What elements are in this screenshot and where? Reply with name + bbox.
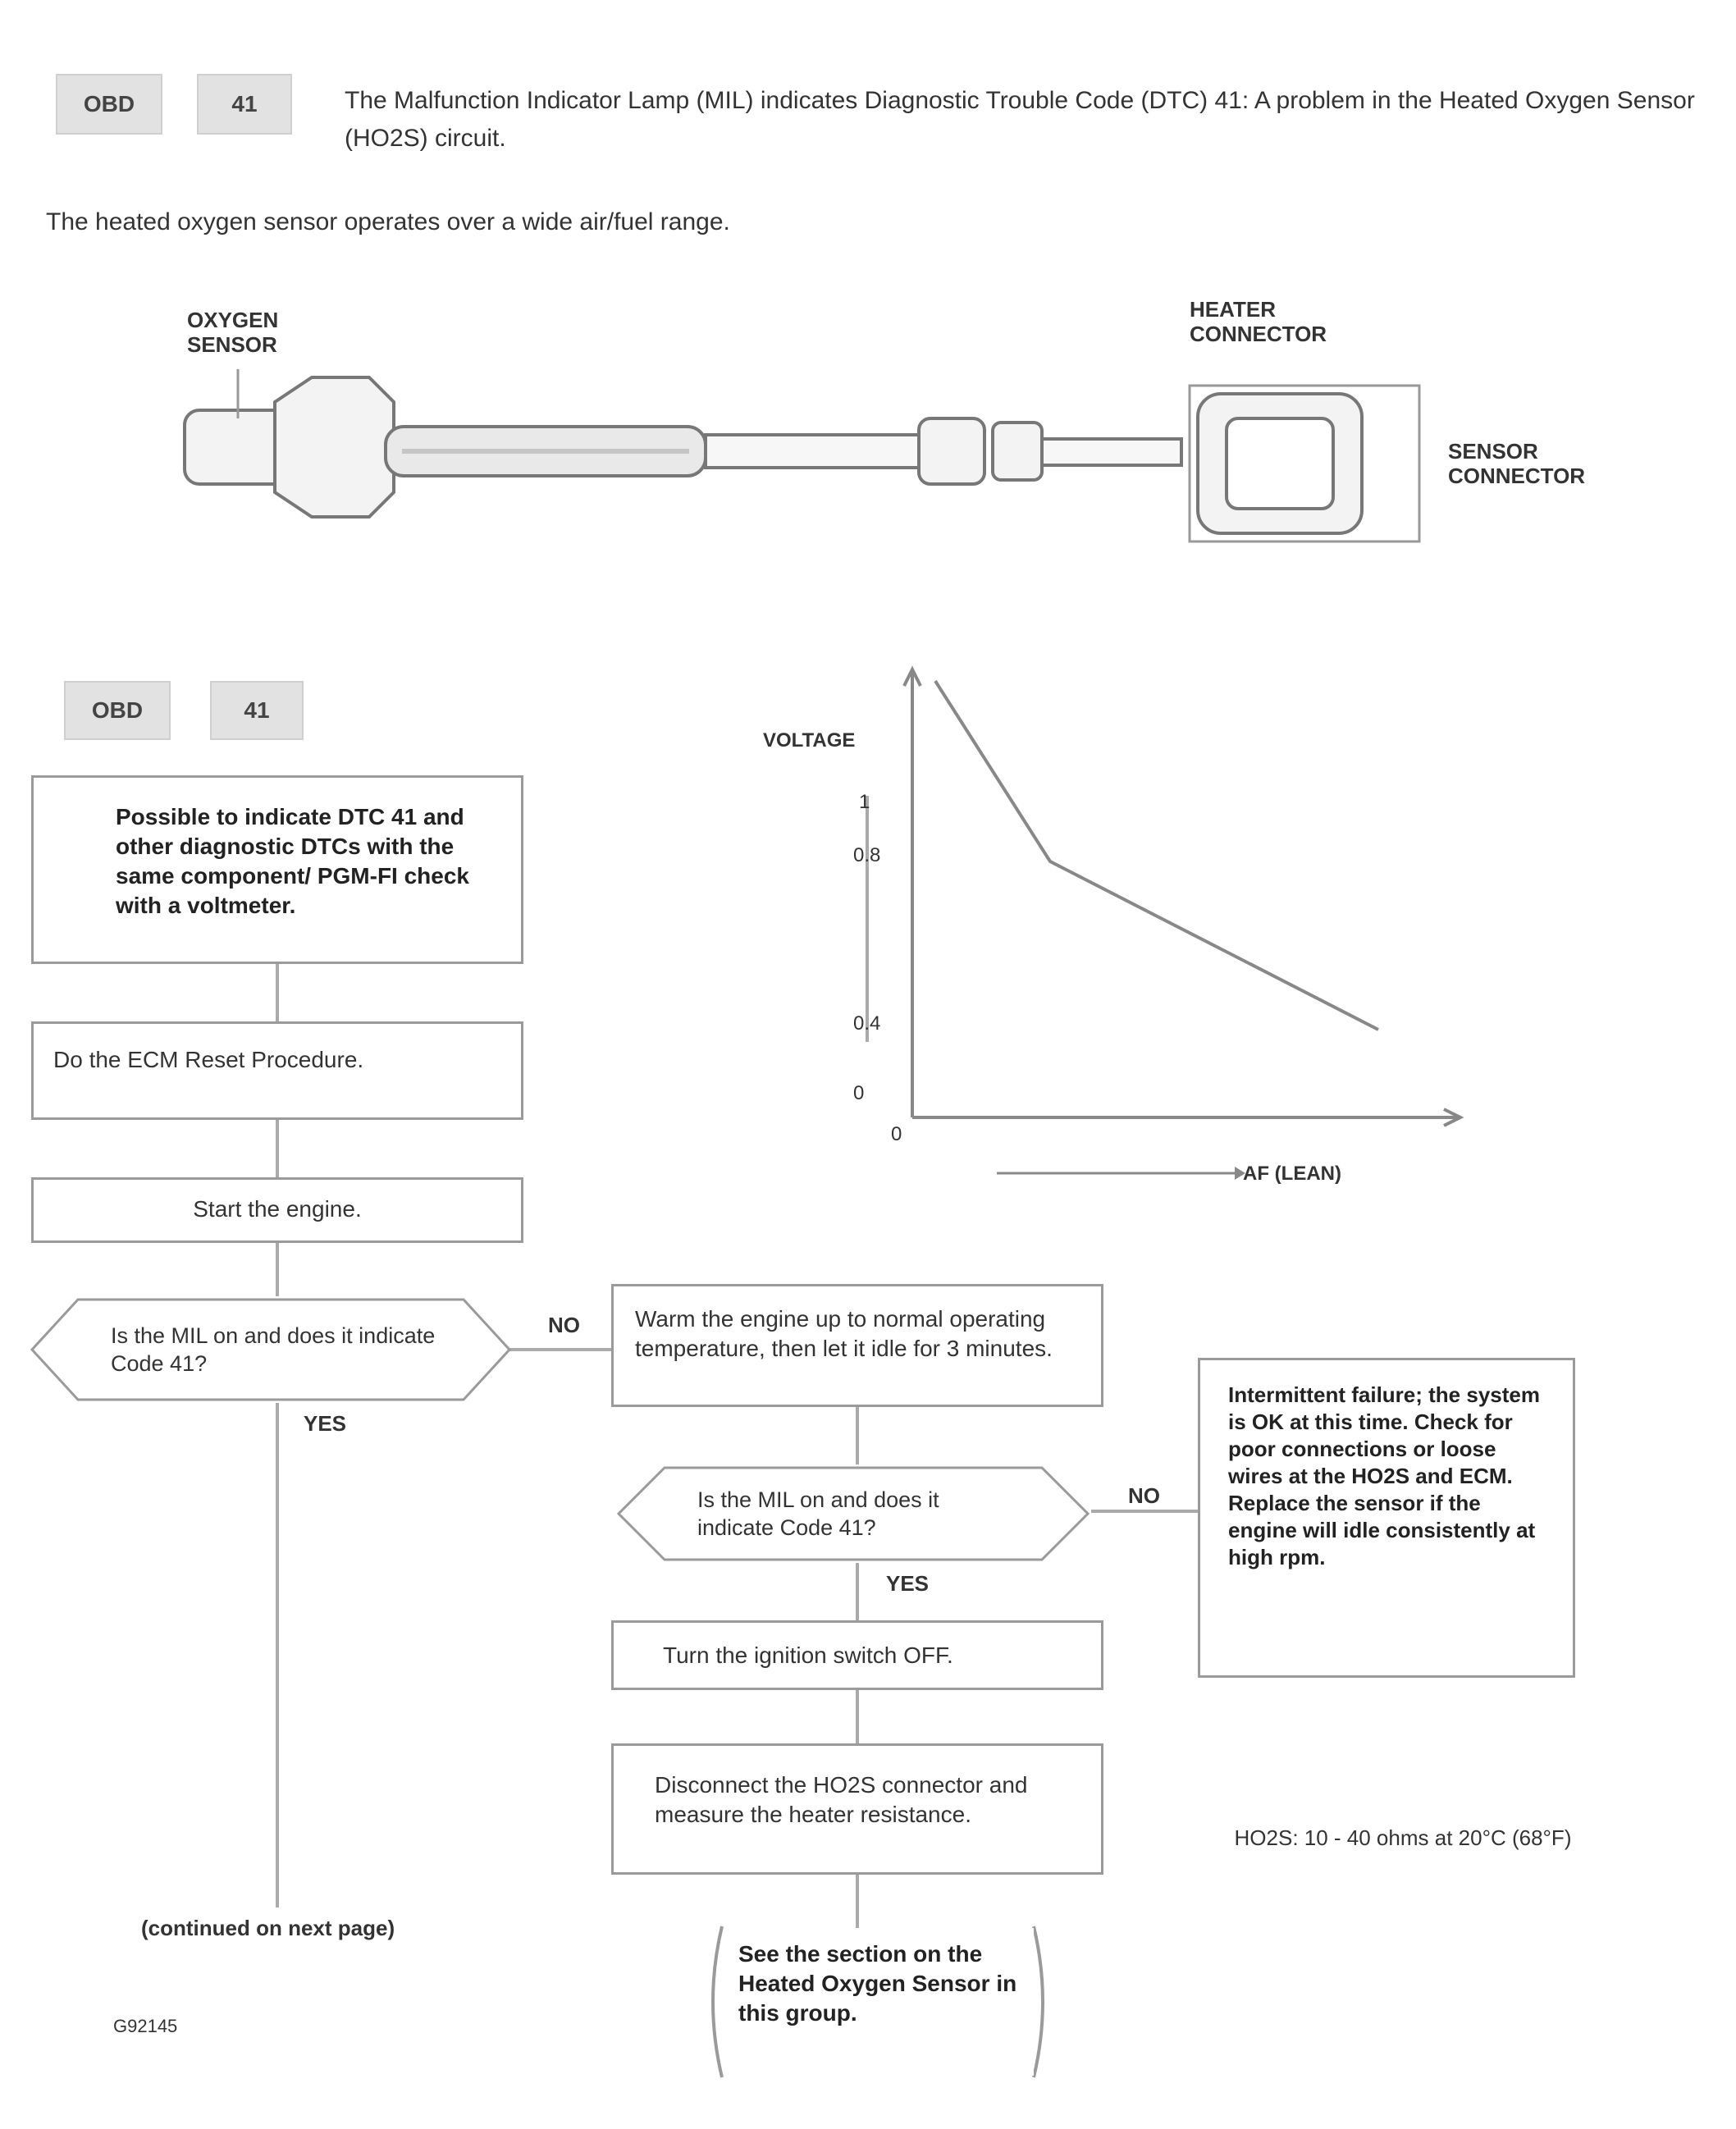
flow-step-2: Do the ECM Reset Procedure. bbox=[31, 1021, 523, 1120]
flow-step-3: Start the engine. bbox=[31, 1177, 523, 1243]
header-description: The Malfunction Indicator Lamp (MIL) ind… bbox=[345, 87, 1695, 152]
header-note: The heated oxygen sensor operates over a… bbox=[46, 208, 730, 235]
flow-obd-badge: OBD bbox=[64, 681, 171, 740]
decision-2: Is the MIL on and does it indicate Code … bbox=[697, 1487, 939, 1540]
decision-2-no-label: NO bbox=[1128, 1483, 1160, 1508]
decision-1-shape bbox=[30, 1298, 512, 1401]
y-tick-04: 0.4 bbox=[853, 1012, 880, 1035]
figure-id: G92145 bbox=[113, 2016, 178, 2036]
graph-ylabel: VOLTAGE bbox=[763, 729, 855, 752]
dtc-badge: 41 bbox=[197, 74, 292, 135]
final-box: See the section on the Heated Oxygen Sen… bbox=[730, 1928, 1034, 2076]
decision-1: Is the MIL on and does it indicate Code … bbox=[111, 1323, 436, 1376]
final-box-brackets bbox=[711, 1926, 1044, 2078]
flow-dtc-badge: 41 bbox=[210, 681, 304, 740]
decision-2-shape bbox=[616, 1466, 1090, 1561]
y-tick-1: 1 bbox=[859, 791, 870, 813]
flow-step-1: Possible to indicate DTC 41 and other di… bbox=[31, 775, 523, 964]
decision-1-no-label: NO bbox=[548, 1313, 580, 1337]
voltage-graph: VOLTAGE 1 0.8 0.4 0 0 AF (LEAN) bbox=[763, 665, 1464, 1185]
resistance-note: HO2S: 10 - 40 ohms at 20°C (68°F) bbox=[1234, 1825, 1572, 1850]
x-axis-caption: AF (LEAN) bbox=[1243, 1163, 1341, 1185]
obd-badge: OBD bbox=[56, 74, 162, 135]
x-origin-label: 0 bbox=[891, 1123, 902, 1145]
flow-step-6: Disconnect the HO2S connector and measur… bbox=[611, 1743, 1103, 1875]
y-tick-08: 0.8 bbox=[853, 844, 880, 866]
continued-label: (continued on next page) bbox=[141, 1916, 395, 1940]
sensor-connector-label: SENSOR CONNECTOR bbox=[1448, 439, 1586, 488]
heater-connector-label: HEATER CONNECTOR bbox=[1190, 297, 1327, 346]
flow-step-5: Turn the ignition switch OFF. bbox=[611, 1620, 1103, 1690]
decision-2-yes-label: YES bbox=[886, 1571, 930, 1596]
oxygen-sensor-label: OXYGEN SENSOR bbox=[187, 308, 279, 357]
y-tick-0: 0 bbox=[853, 1082, 864, 1104]
flow-step-4: Warm the engine up to normal operating t… bbox=[611, 1284, 1103, 1407]
side-result-box: Intermittent failure; the system is OK a… bbox=[1198, 1358, 1575, 1678]
decision-1-yes-label: YES bbox=[304, 1411, 347, 1436]
oxygen-sensor-illustration bbox=[183, 369, 1421, 543]
